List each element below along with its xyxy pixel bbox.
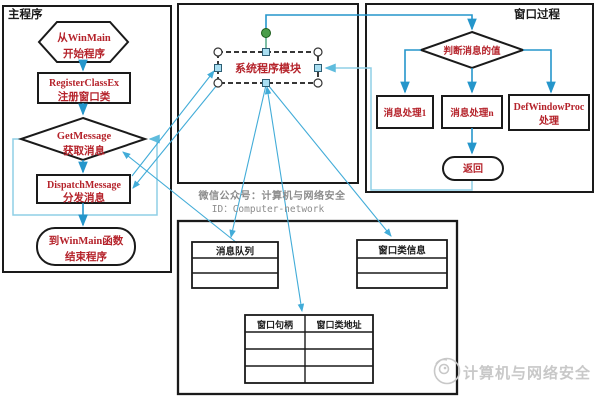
handle-table-col2-header: 窗口类地址 (316, 319, 361, 330)
return-loop-connector (324, 63, 473, 191)
message-queue-table: 消息队列 (191, 241, 279, 289)
watermark-id-line: ID：Computer-network (212, 204, 325, 215)
start-hexagon (37, 21, 130, 63)
watermark-wechat-line: 微信公众号：计算机与网络安全 (198, 189, 346, 202)
decision-to-handler1-arrow (400, 49, 421, 94)
queue-to-getmessage-connector (122, 151, 238, 244)
edge-handle-left[interactable] (214, 64, 222, 72)
module-to-decision-connector (265, 14, 477, 52)
registerclass-line2: 注册窗口类 (58, 90, 111, 103)
return-terminator (442, 156, 504, 181)
edge-handle-bottom[interactable] (262, 79, 270, 87)
edge-handle-top[interactable] (262, 48, 270, 56)
end-line2: 结束程序 (65, 250, 107, 263)
main-program-label: 主程序 (8, 7, 43, 21)
handle-table: 窗口句柄 窗口类地址 (244, 314, 374, 384)
defproc-line2: 处理 (538, 114, 559, 127)
defproc-box (508, 94, 590, 131)
getmessage-line1: GetMessage (57, 131, 112, 142)
corner-handle-ne[interactable] (313, 47, 323, 57)
rotation-handle[interactable] (261, 28, 271, 38)
handlern-label: 消息处理n (450, 107, 494, 119)
window-procedure-label: 窗口过程 (514, 7, 560, 21)
edge-handle-right[interactable] (314, 64, 322, 72)
module-to-handle-table-connector (264, 85, 305, 313)
data-structures-panel (176, 219, 459, 396)
handler1-box (376, 95, 434, 129)
handler1-label: 消息处理1 (384, 107, 427, 119)
main-program-panel (2, 5, 172, 273)
window-class-info-header: 窗口类信息 (378, 245, 426, 257)
module-to-classinfo-connector (267, 84, 392, 237)
corner-handle-nw[interactable] (213, 47, 223, 57)
start-line1: 从WinMain (57, 32, 111, 44)
corner-handle-sw[interactable] (213, 78, 223, 88)
dispatch-to-module-connector (131, 70, 215, 177)
registerclass-line1: RegisterClassEx (49, 78, 119, 89)
getmessage-line2: 获取消息 (63, 144, 105, 157)
window-class-info-table: 窗口类信息 (356, 239, 448, 289)
module-to-queue-connector (229, 84, 267, 239)
handle-table-col1-header: 窗口句柄 (257, 319, 293, 330)
window-procedure-panel (365, 3, 594, 193)
decision-to-defproc-arrow (523, 49, 556, 94)
decision-label: 判断消息的值 (443, 45, 501, 57)
end-terminator (36, 227, 136, 266)
corner-handle-se[interactable] (313, 78, 323, 88)
return-label: 返回 (463, 162, 483, 175)
start-line2: 开始程序 (63, 47, 105, 60)
dispatch-line1: DispatchMessage (47, 180, 121, 191)
registerclass-box (37, 72, 131, 104)
message-queue-header: 消息队列 (216, 246, 254, 258)
system-module-shape[interactable]: 系统程序模块 (213, 28, 323, 88)
system-module-label: 系统程序模块 (235, 61, 302, 75)
dispatch-line2: 分发消息 (63, 191, 105, 204)
defproc-line1: DefWindowProc (514, 102, 585, 113)
watermark-logo (433, 357, 461, 385)
module-to-dispatch-connector (132, 84, 218, 189)
end-line1: 到WinMain函数 (49, 234, 124, 247)
watermark-brand-text: 计算机与网络安全 (463, 364, 591, 382)
